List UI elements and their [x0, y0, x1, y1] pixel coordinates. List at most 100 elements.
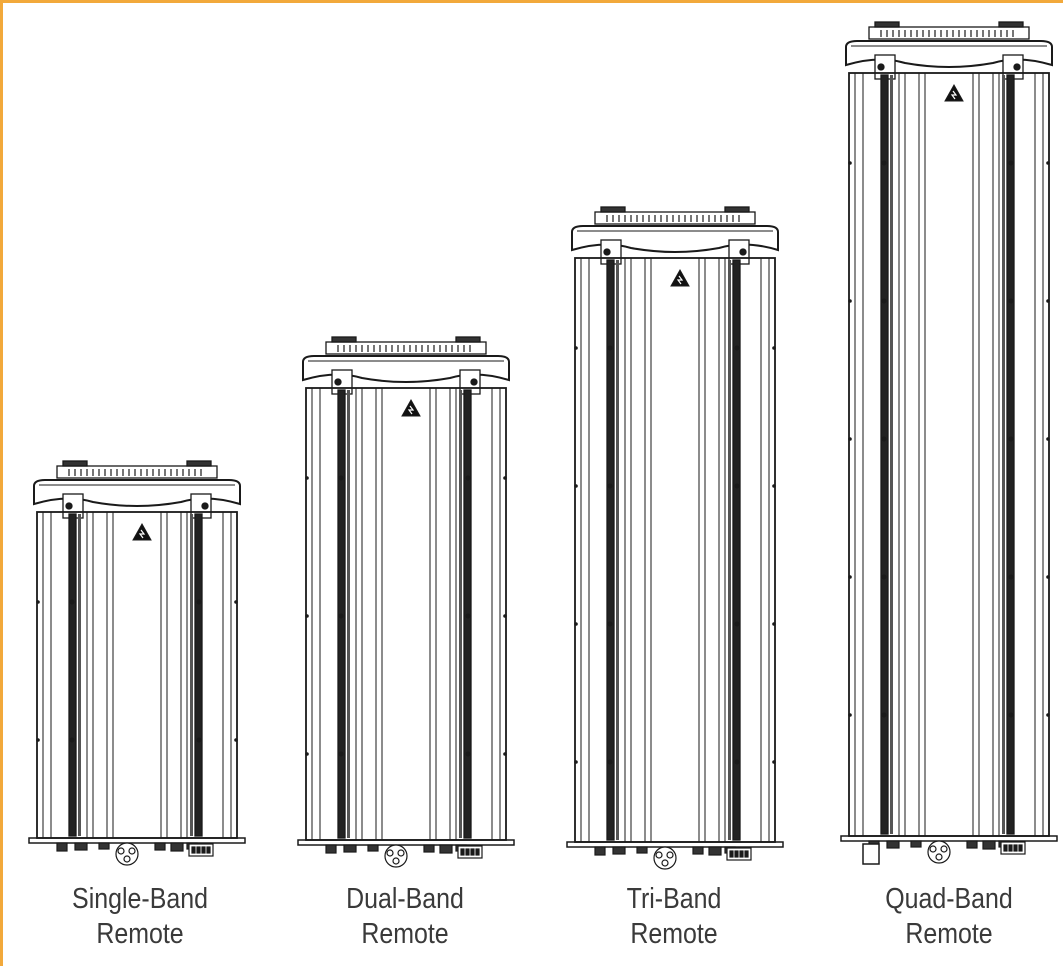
power-pin — [661, 859, 669, 867]
channel-left-strip — [78, 514, 81, 836]
terminal-pin — [1008, 844, 1013, 852]
connector-stub — [325, 844, 337, 854]
body-panel-lines — [42, 512, 232, 838]
connector-stub — [594, 846, 606, 856]
caption-single-band: Single-Band Remote — [54, 882, 226, 952]
top-tab-left — [62, 460, 88, 467]
power-pin — [655, 851, 663, 859]
terminal-pin — [475, 848, 480, 856]
channel-right — [194, 513, 203, 837]
side-studs — [305, 475, 507, 757]
terminal-pin — [460, 848, 465, 856]
top-rail — [594, 211, 756, 225]
screw-left — [334, 378, 342, 386]
terminal-pin — [1018, 844, 1023, 852]
top-rail — [56, 465, 218, 479]
terminal-pin — [465, 848, 470, 856]
power-pin — [666, 851, 674, 859]
bottom-connectors — [56, 842, 214, 866]
power-pin — [392, 857, 400, 865]
caption-single-band-line1: Single-Band — [72, 883, 208, 915]
channel-left — [68, 513, 77, 837]
connector-stub — [910, 840, 922, 848]
connector-stub — [154, 842, 166, 851]
connector-stub — [966, 840, 978, 849]
power-pin — [386, 849, 394, 857]
top-vent-ribs — [337, 345, 471, 352]
extra-connector — [862, 843, 880, 865]
bottom-connectors — [594, 846, 752, 870]
screw-left — [65, 502, 73, 510]
warning-bolt — [676, 275, 684, 285]
caption-tri-band-line2: Remote — [630, 918, 718, 950]
base-plate — [566, 841, 784, 848]
channel-left-strip — [616, 260, 619, 840]
caption-quad-band: Quad-Band Remote — [863, 882, 1035, 952]
terminal-pin — [734, 850, 739, 858]
power-pin — [397, 849, 405, 857]
connector-stub — [982, 840, 996, 850]
terminal-pin — [201, 846, 206, 854]
connector-stub — [56, 842, 68, 852]
terminal-pin — [729, 850, 734, 858]
enclosure-body — [574, 257, 776, 843]
caption-quad-band-line1: Quad-Band — [885, 883, 1013, 915]
power-pin — [128, 847, 136, 855]
dual-band-remote-unit — [297, 336, 515, 868]
channel-right — [732, 259, 741, 841]
channel-right-strip — [1002, 75, 1005, 834]
side-studs — [36, 599, 238, 743]
top-vent-ribs — [880, 30, 1014, 37]
screw-right — [201, 502, 209, 510]
channel-right-strip — [459, 390, 462, 838]
enclosure-body — [36, 511, 238, 839]
screw-left — [603, 248, 611, 256]
top-tab-left — [600, 206, 626, 213]
terminal-pin — [470, 848, 475, 856]
body-panel-lines — [311, 388, 501, 840]
connector-stub — [170, 842, 184, 852]
connector-stub — [886, 840, 900, 849]
side-studs — [574, 345, 776, 765]
screw-right — [1013, 63, 1021, 71]
power-pin — [117, 847, 125, 855]
terminal-pin — [1003, 844, 1008, 852]
warning-bolt — [138, 529, 146, 539]
screw-left — [877, 63, 885, 71]
connector-stub — [692, 846, 704, 855]
body-panel-lines — [854, 73, 1044, 836]
top-vent-ribs — [606, 215, 740, 222]
top-tab-right — [724, 206, 750, 213]
caption-quad-band-line2: Remote — [905, 918, 993, 950]
power-pin — [929, 845, 937, 853]
terminal-pin — [206, 846, 211, 854]
top-vent-ribs — [68, 469, 202, 476]
channel-left — [606, 259, 615, 841]
connector-stub — [439, 844, 453, 854]
warning-bolt — [407, 405, 415, 415]
connector-stub — [74, 842, 88, 851]
caption-single-band-line2: Remote — [96, 918, 184, 950]
channel-right-strip — [728, 260, 731, 840]
connector-stub — [98, 842, 110, 850]
terminal-pin — [1013, 844, 1018, 852]
enclosure-body — [848, 72, 1050, 837]
top-tab-right — [455, 336, 481, 343]
terminal-pin — [196, 846, 201, 854]
channel-right — [1006, 74, 1015, 835]
quad-band-remote-unit — [840, 21, 1058, 865]
base-plate — [297, 839, 515, 846]
terminal-pin — [739, 850, 744, 858]
power-pin — [935, 853, 943, 861]
connector-stub — [612, 846, 626, 855]
body-panel-lines — [580, 258, 770, 842]
bottom-connectors — [325, 844, 483, 868]
screw-right — [739, 248, 747, 256]
top-rail — [325, 341, 487, 355]
terminal-pin — [191, 846, 196, 854]
connector-stub — [343, 844, 357, 853]
tri-band-remote-unit — [566, 206, 784, 870]
side-studs — [848, 160, 1050, 718]
